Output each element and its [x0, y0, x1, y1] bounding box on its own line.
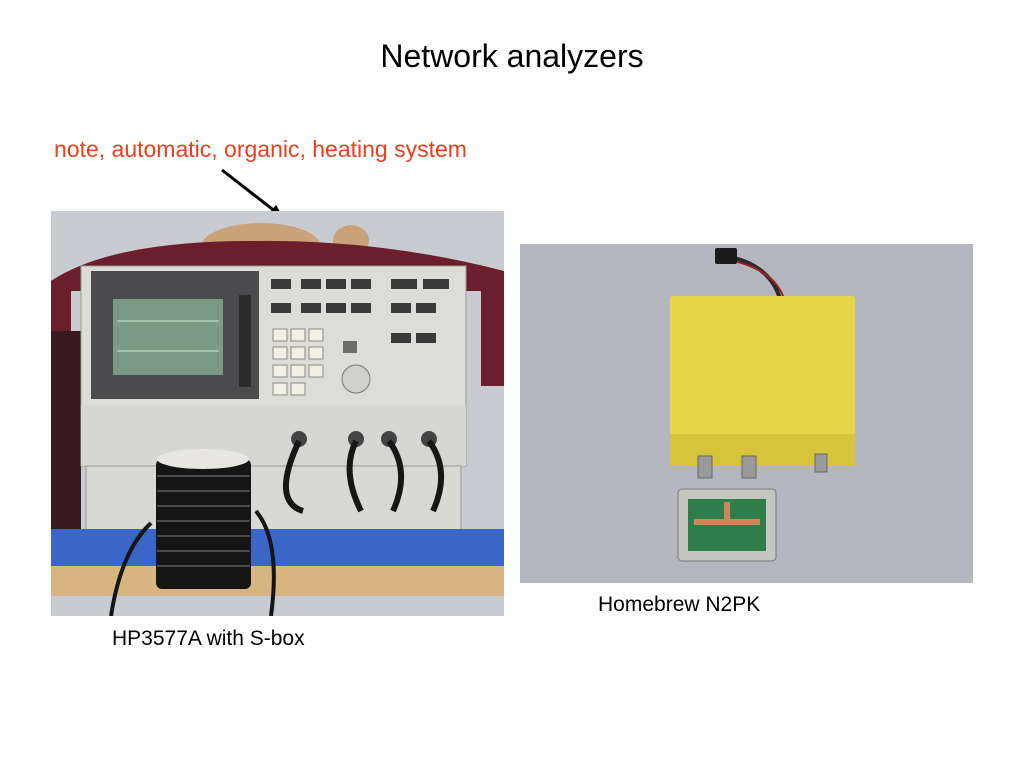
left-photo-caption: HP3577A with S-box: [112, 627, 305, 650]
note-label: note, automatic, organic, heating system: [54, 136, 467, 162]
right-photo-caption: Homebrew N2PK: [598, 593, 761, 616]
slide-title: Network analyzers: [380, 38, 644, 74]
n2pk-photo: [520, 244, 973, 583]
analyzer-photo: [51, 211, 504, 616]
